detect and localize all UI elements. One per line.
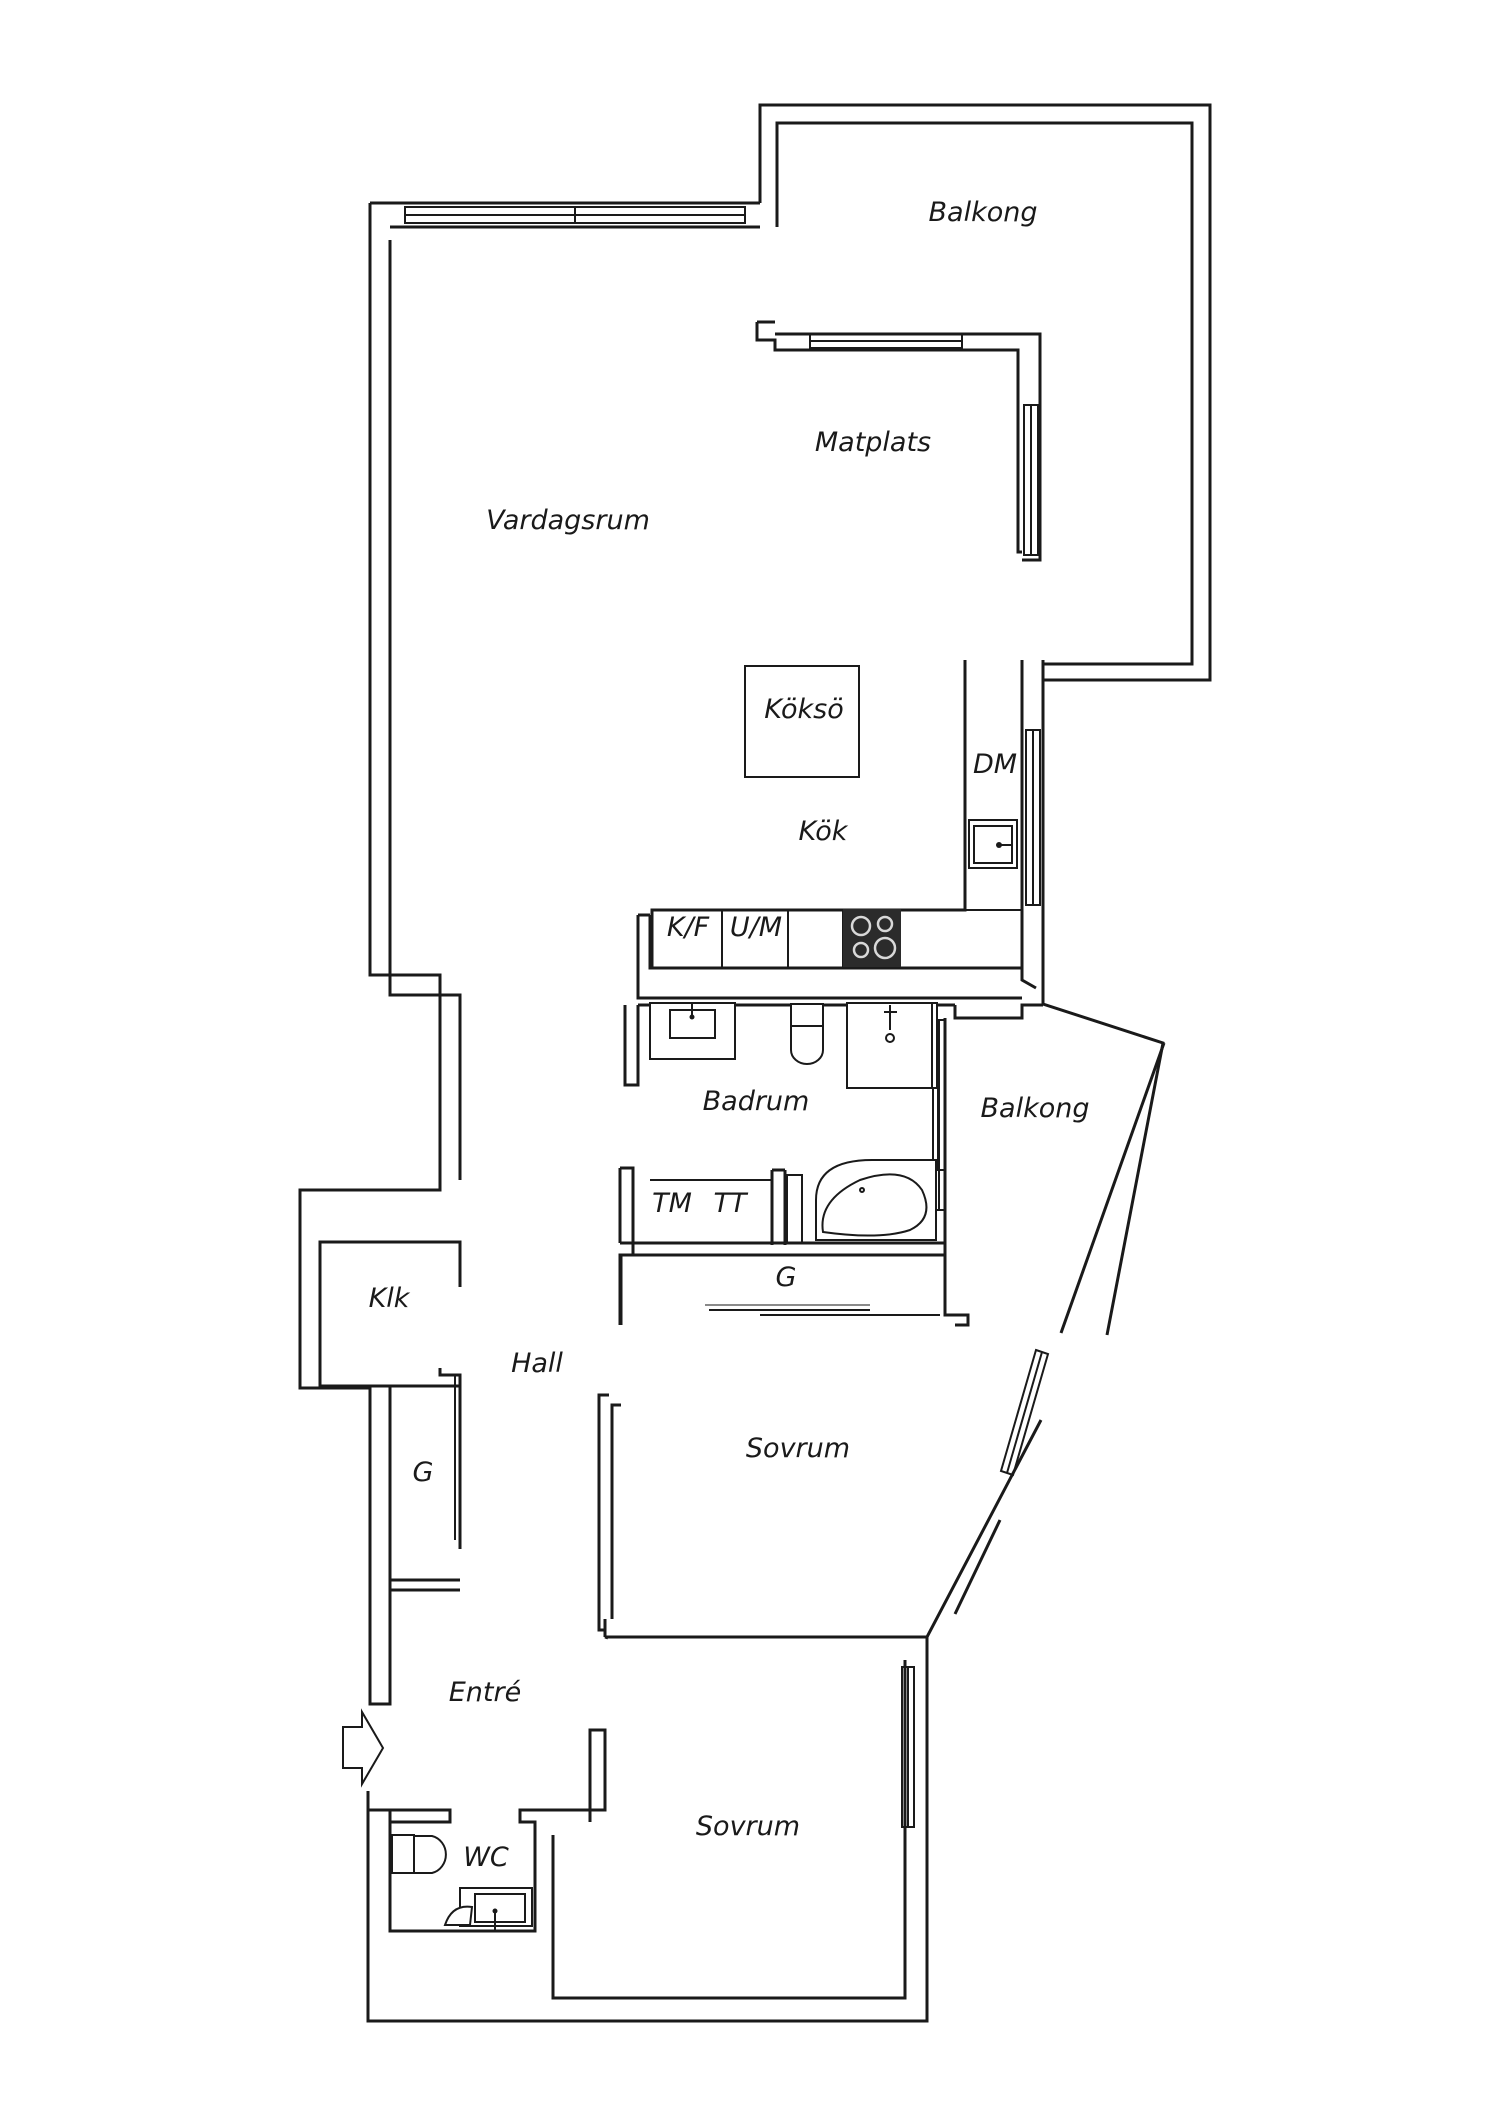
room-label-badrum: Badrum — [703, 1086, 810, 1117]
kitchen-island — [744, 665, 860, 778]
kitchen-counter — [650, 660, 1022, 969]
shower-icon — [846, 1002, 938, 1089]
room-label-dm: DM — [973, 749, 1017, 780]
room-label-hall: Hall — [511, 1348, 563, 1379]
room-labels: Balkong Matplats Vardagsrum Köksö DM Kök… — [369, 197, 1090, 1873]
room-label-koksoe: Köksö — [764, 694, 843, 725]
room-label-klk: Klk — [369, 1283, 411, 1314]
room-label-wc: WC — [463, 1842, 509, 1873]
entrance-arrow-icon — [342, 1708, 385, 1788]
room-label-sovrum-1: Sovrum — [746, 1433, 850, 1464]
toilet-icon — [790, 1003, 824, 1065]
bathtub-icon — [815, 1159, 937, 1241]
windows — [404, 206, 1050, 1828]
exterior-walls — [298, 103, 1212, 2023]
sink-icon — [968, 819, 1018, 869]
interior-walls — [366, 913, 1043, 1933]
bathroom-fixtures — [649, 1002, 946, 1244]
sink-icon — [443, 1887, 533, 1930]
room-label-balkong-top: Balkong — [929, 197, 1038, 228]
room-label-vardagsrum: Vardagsrum — [486, 505, 650, 536]
room-label-matplats: Matplats — [815, 427, 931, 458]
toilet-icon — [391, 1834, 447, 1874]
room-label-kok: Kök — [799, 816, 849, 847]
room-label-um: U/M — [730, 912, 782, 943]
room-label-g-hall: G — [413, 1457, 434, 1488]
room-label-tt: TT — [714, 1188, 749, 1219]
room-label-kf: K/F — [667, 912, 710, 943]
room-label-balkong-side: Balkong — [981, 1093, 1090, 1124]
room-label-entre: Entré — [449, 1677, 521, 1708]
wc-fixtures — [391, 1834, 533, 1930]
doors — [454, 1304, 940, 1540]
room-label-g-bath: G — [776, 1262, 797, 1293]
room-label-sovrum-2: Sovrum — [696, 1811, 800, 1842]
stove-icon — [843, 909, 901, 967]
room-label-tm: TM — [652, 1188, 692, 1219]
